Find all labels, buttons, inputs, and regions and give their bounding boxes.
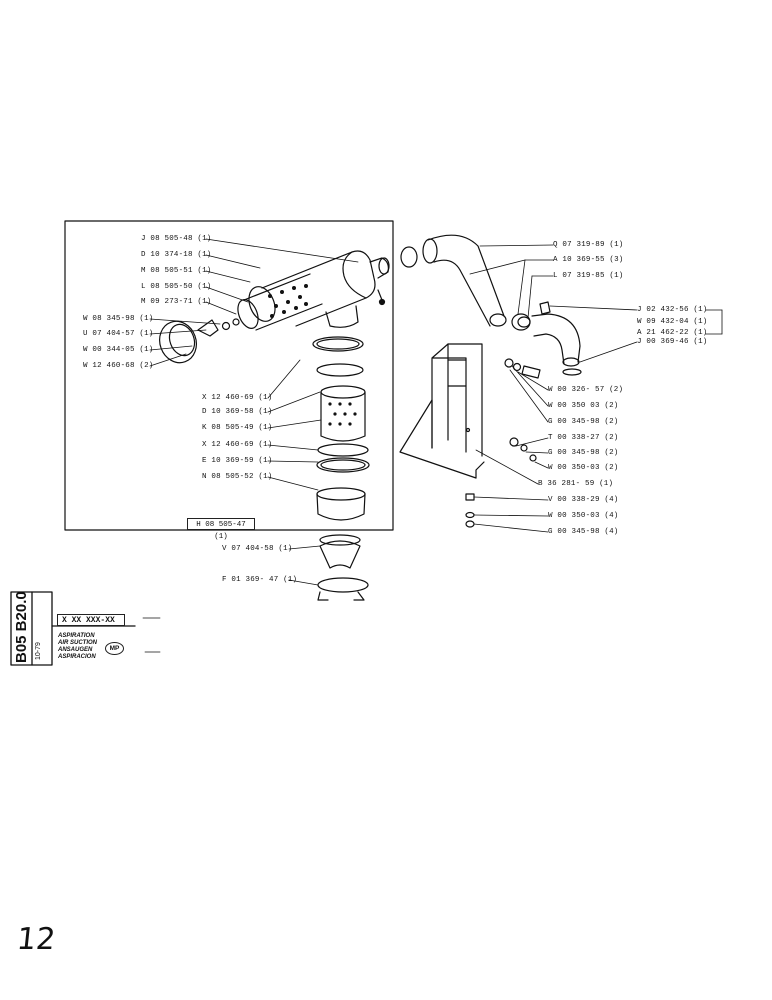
part-label: K 08 505-49 (1) — [202, 424, 273, 432]
part-label: G 00 345-98 (2) — [548, 449, 619, 457]
part-label: G 00 345-98 (4) — [548, 528, 619, 536]
part-code-box: X XX XXX-XX — [57, 614, 125, 626]
part-label: W 00 350-03 (4) — [548, 512, 619, 520]
part-label: J 08 505-48 (1) — [141, 235, 212, 243]
clamp-drawing — [317, 577, 369, 601]
title-name-fr: ASPIRATION — [58, 633, 95, 639]
part-label: D 10 369-58 (1) — [202, 408, 273, 416]
assembly-frame — [64, 220, 394, 531]
part-label: B 36 281- 59 (1) — [538, 480, 614, 488]
part-label: D 10 374-18 (1) — [141, 251, 212, 259]
sheet-date: 10-79 — [35, 642, 42, 660]
part-label: N 08 505-52 (1) — [202, 473, 273, 481]
part-label: U 07 404-57 (1) — [83, 330, 154, 338]
part-label: F 01 369- 47 (1) — [222, 576, 298, 584]
part-label: J 00 369-46 (1) — [637, 338, 708, 346]
part-label: X 12 460-69 (1) — [202, 441, 273, 449]
part-label: W 12 460-68 (2) — [83, 362, 154, 370]
leader-lines-left — [142, 238, 723, 653]
title-name-en: AIR SUCTION — [58, 640, 97, 646]
part-label: V 07 404-58 (1) — [222, 545, 293, 553]
part-label: W 00 350 03 (2) — [548, 402, 619, 410]
hardware-drawing — [465, 358, 541, 528]
sheet-code: B05 B20.0 — [13, 591, 30, 663]
hose-drawing — [400, 234, 582, 376]
part-label: J 02 432-56 (1) — [637, 306, 708, 314]
bracket-drawing — [399, 343, 485, 479]
title-name-de: ANSAUGEN — [58, 647, 93, 653]
cartridge-stack-drawing — [312, 336, 370, 521]
part-label: V 00 338-29 (4) — [548, 496, 619, 504]
part-label: M 09 273-71 (1) — [141, 298, 212, 306]
mp-badge: MP — [105, 642, 124, 655]
part-label: W 09 432-04 (1) — [637, 318, 708, 326]
part-label: W 08 345-98 (1) — [83, 315, 154, 323]
part-label: E 10 369-59 (1) — [202, 457, 273, 465]
part-label: A 10 369-55 (3) — [553, 256, 624, 264]
part-label: Q 07 319-89 (1) — [553, 241, 624, 249]
part-label: T 00 338-27 (2) — [548, 434, 619, 442]
assembly-ref-box: H 08 505-47 (1) — [187, 518, 255, 541]
title-frame — [10, 591, 136, 666]
title-name-es: ASPIRACION — [58, 654, 96, 660]
part-label: W 00 350-03 (2) — [548, 464, 619, 472]
part-label: M 08 505-51 (1) — [141, 267, 212, 275]
part-label: X 12 460-69 (1) — [202, 394, 273, 402]
page-number: 12 — [15, 922, 58, 957]
part-label: L 08 505-50 (1) — [141, 283, 212, 291]
title-names: ASPIRATION AIR SUCTION ANSAUGEN ASPIRACI… — [58, 633, 97, 661]
part-label: A 21 462-22 (1) — [637, 329, 708, 337]
part-label: W 00 344-05 (1) — [83, 346, 154, 354]
part-label: W 00 326- 57 (2) — [548, 386, 624, 394]
rubber-valve-drawing — [319, 534, 361, 569]
part-label: G 00 345-98 (2) — [548, 418, 619, 426]
part-label: L 07 319-85 (1) — [553, 272, 624, 280]
